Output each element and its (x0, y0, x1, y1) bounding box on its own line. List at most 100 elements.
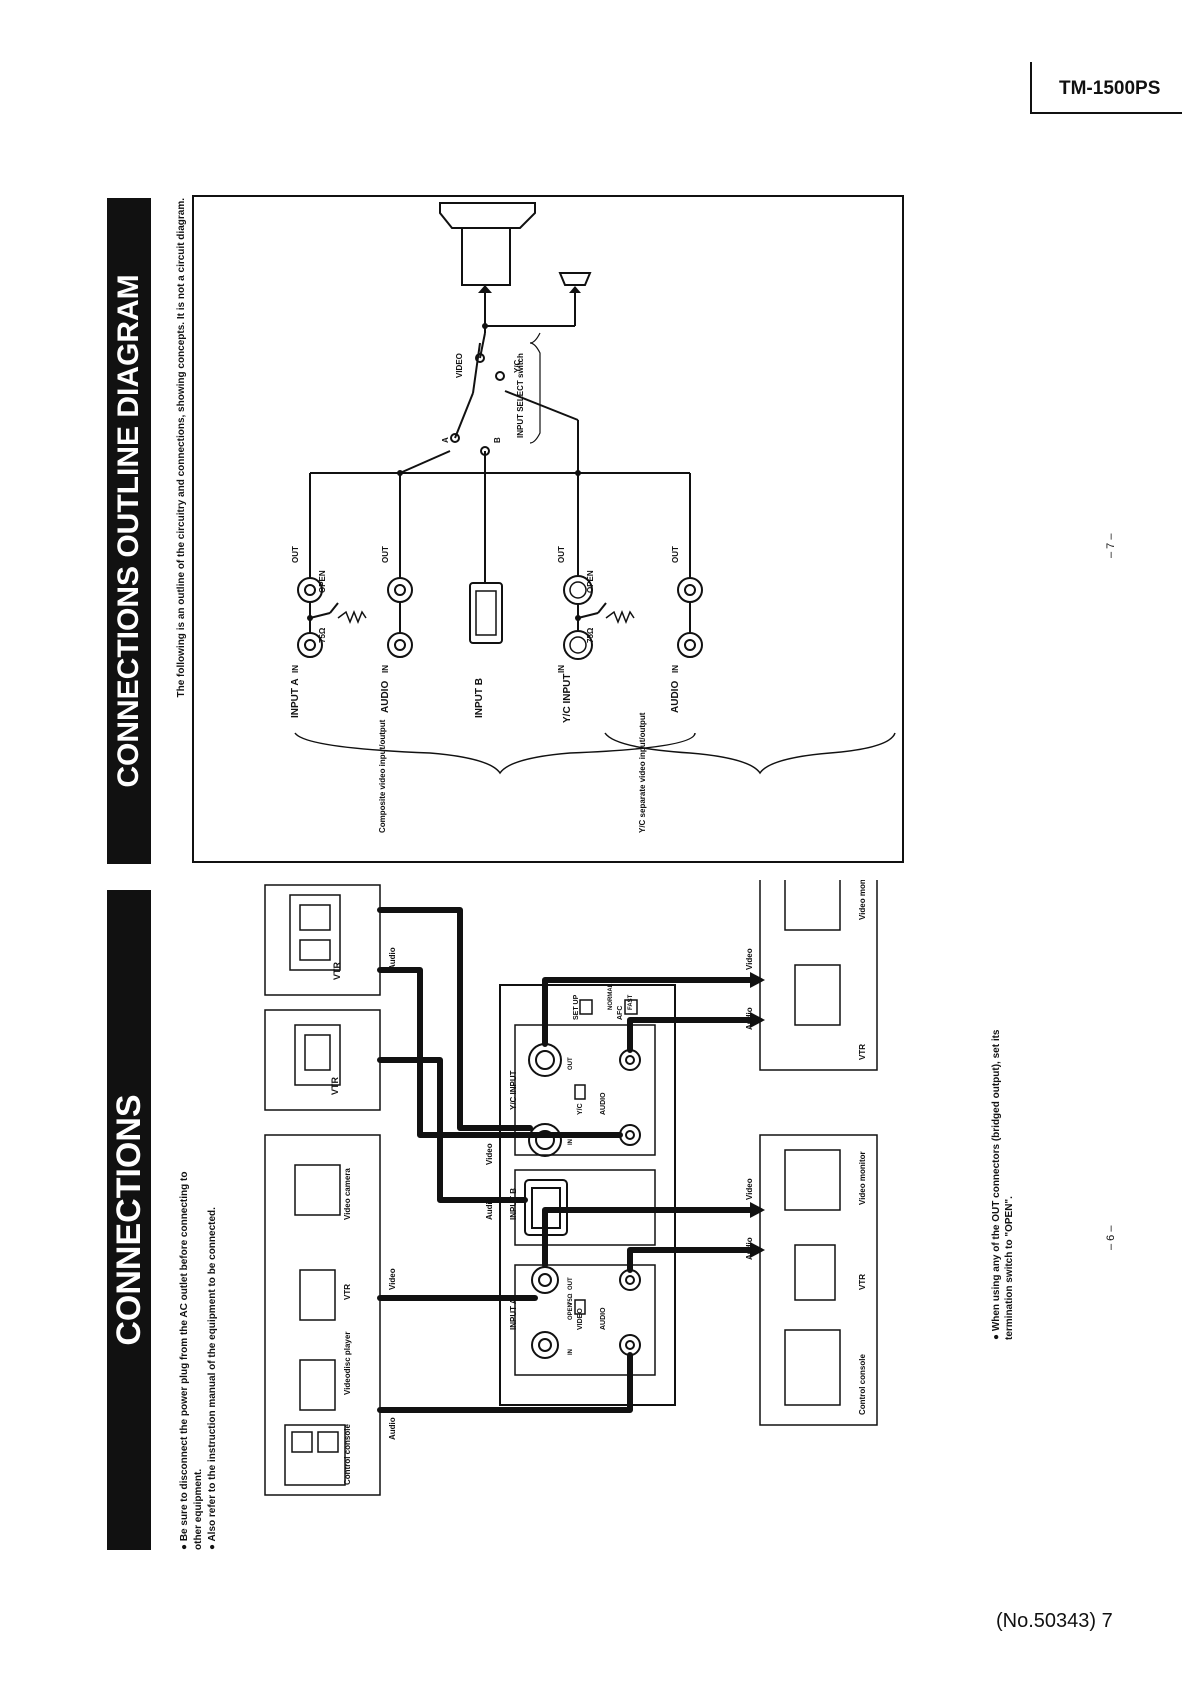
svg-text:OUT: OUT (557, 546, 566, 563)
switch-b-contact (480, 446, 490, 456)
svg-text:VTR: VTR (858, 1274, 867, 1290)
connections-notes: ● Be sure to disconnect the power plug f… (178, 1170, 238, 1550)
outline-intro: The following is an outline of the circu… (176, 198, 187, 698)
connections-banner: CONNECTIONS (107, 890, 151, 1550)
cable-a-out-audio (627, 1247, 753, 1273)
svg-text:Video: Video (388, 1268, 397, 1290)
svg-text:AFC: AFC (617, 1006, 624, 1020)
vtr-out-2-drawing (794, 964, 841, 1026)
svg-text:VIDEO: VIDEO (577, 1308, 584, 1330)
svg-text:Video: Video (745, 948, 754, 970)
svg-text:FAST: FAST (628, 994, 634, 1010)
cable-a-out-video (542, 1207, 753, 1268)
svg-text:Video monitor: Video monitor (858, 1151, 867, 1205)
svg-text:Control console: Control console (858, 1354, 867, 1415)
video-monitor-1-drawing (784, 1149, 841, 1211)
svg-text:IN: IN (671, 665, 680, 673)
svg-text:Audio: Audio (388, 1417, 397, 1440)
yc-jacks (504, 390, 635, 660)
yc-in-connector (528, 1123, 562, 1157)
svg-text:IN: IN (381, 665, 390, 673)
svg-text:B: B (493, 437, 502, 443)
svg-text:OPEN: OPEN (568, 1303, 574, 1320)
svg-text:Control console: Control console (343, 1424, 352, 1485)
svg-text:75Ω: 75Ω (586, 627, 595, 643)
yc-panel-section (514, 1024, 656, 1156)
panel-inputa: INPUT A (509, 1298, 518, 1330)
label-vtr2: VTR (330, 1076, 340, 1095)
outline-frame (192, 195, 904, 863)
source-group-box (264, 1134, 381, 1496)
outline-title: CONNECTIONS OUTLINE DIAGRAM (107, 198, 151, 864)
svg-text:A: A (441, 437, 450, 443)
outline-banner: CONNECTIONS OUTLINE DIAGRAM (107, 198, 151, 864)
svg-text:Video: Video (745, 1178, 754, 1200)
svg-text:OUT: OUT (381, 546, 390, 563)
cable-vtr1-audio (377, 967, 623, 1138)
videodisc-drawing (299, 1359, 336, 1411)
svg-text:IN: IN (568, 1139, 574, 1145)
cable-yc-out-video (542, 977, 753, 1047)
svg-text:IN: IN (568, 1349, 574, 1355)
row-label-audio1: AUDIO (380, 681, 391, 713)
svg-text:Video camera: Video camera (343, 1168, 352, 1220)
outline-diagram: IN OUT IN OUT IN OUT IN OUT 75Ω OPEN 75Ω… (192, 195, 904, 863)
video-camera-drawing (294, 1164, 341, 1216)
row-label-audio2: AUDIO (670, 681, 681, 713)
svg-text:NORMAL: NORMAL (608, 983, 614, 1010)
cable-vtr2 (377, 1057, 528, 1203)
svg-text:Audio: Audio (745, 1007, 754, 1030)
speaker-symbol (558, 272, 592, 286)
svg-text:OPEN: OPEN (318, 570, 327, 593)
connections-diagram: VTR VTR Control console Videodisc player… (264, 880, 878, 1496)
note-2: ● Also refer to the instruction manual o… (207, 1207, 218, 1550)
row-label-inputa: INPUT A (290, 678, 301, 718)
switch-label: INPUT SELECT switch (516, 353, 525, 438)
row-label-yc: Y/C INPUT (562, 674, 573, 723)
svg-text:VTR: VTR (858, 1044, 867, 1060)
svg-text:VIDEO: VIDEO (455, 353, 464, 378)
vtr-out-1-drawing (794, 1244, 836, 1301)
video-monitor-2-drawing (784, 880, 841, 931)
rear-panel (499, 984, 676, 1406)
model-number: TM-1500PS (1059, 78, 1161, 99)
svg-text:OUT: OUT (671, 546, 680, 563)
cable-yc-out-audio (627, 1017, 753, 1053)
svg-text:75Ω: 75Ω (318, 627, 327, 643)
connections-title: CONNECTIONS (107, 890, 151, 1550)
svg-text:OUT: OUT (568, 1057, 574, 1070)
page-mark-6: – 6 – (1105, 1225, 1117, 1250)
monitor-symbol (461, 227, 511, 286)
svg-text:Audio: Audio (485, 1197, 494, 1220)
cable-vtr1-video (377, 907, 533, 1131)
svg-text:VTR: VTR (343, 1284, 352, 1300)
label-vtr1: VTR (332, 961, 342, 980)
doc-number: (No.50343) 7 (996, 1610, 1113, 1632)
inputa-video-in (531, 1331, 559, 1359)
vtr-3-drawing (299, 1269, 336, 1321)
note-1: ● Be sure to disconnect the power plug f… (179, 1171, 204, 1550)
switch-a-contact (450, 433, 460, 443)
svg-text:OPEN: OPEN (586, 570, 595, 593)
inputa-panel-section (514, 1264, 656, 1376)
audio1-jacks (387, 473, 413, 658)
svg-text:Y/C: Y/C (513, 359, 522, 373)
monitor-box-1 (759, 1134, 878, 1426)
cable-console-audio (377, 1352, 633, 1413)
svg-text:75Ω: 75Ω (568, 1293, 574, 1305)
model-header: TM-1500PS (1030, 62, 1182, 114)
vtr-2-drawing (294, 1024, 341, 1086)
svg-text:Y/C: Y/C (577, 1103, 584, 1115)
svg-text:Audio: Audio (388, 947, 397, 970)
svg-text:IN: IN (557, 665, 566, 673)
footnote-wrap: ● When using any of the OUT connectors (… (990, 1020, 1020, 1341)
footnote: ● When using any of the OUT connectors (… (991, 1029, 1015, 1341)
row-label-inputb: INPUT B (474, 678, 485, 718)
outline-intro-wrap: The following is an outline of the circu… (176, 198, 190, 864)
inputb-connector (469, 451, 503, 644)
inputa-jacks (297, 473, 367, 658)
control-console-drawing (284, 1424, 346, 1486)
svg-text:Video: Video (485, 1143, 494, 1165)
svg-text:AUDIO: AUDIO (600, 1307, 607, 1330)
svg-text:SET UP: SET UP (573, 994, 580, 1020)
